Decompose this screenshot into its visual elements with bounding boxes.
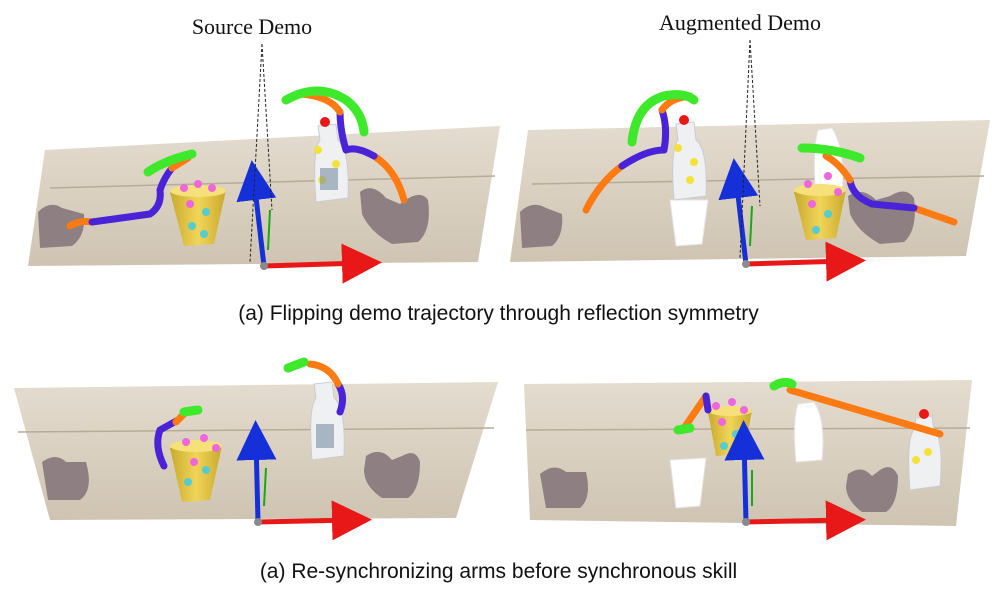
augmented-demo-pointer bbox=[739, 39, 751, 259]
cup bbox=[170, 190, 226, 246]
trajectory-right-arm bbox=[283, 357, 347, 416]
panel-resync-source bbox=[14, 357, 498, 541]
caption-top: (a) Flipping demo trajectory through ref… bbox=[238, 302, 759, 325]
left-hand bbox=[38, 204, 85, 248]
source-demo-pointer bbox=[249, 43, 263, 263]
cup bbox=[170, 446, 222, 502]
trajectory-left-arm bbox=[673, 392, 712, 435]
trajectory-left-arm bbox=[582, 90, 699, 214]
ghost-cup bbox=[669, 457, 707, 509]
trajectory-left-arm bbox=[66, 149, 197, 230]
trajectory-right-arm bbox=[797, 143, 958, 226]
left-hand bbox=[42, 457, 89, 500]
panel-resync-augmented bbox=[524, 377, 972, 541]
coordinate-axes bbox=[724, 420, 866, 541]
panel-source-demo: Source Demo bbox=[28, 14, 500, 284]
coordinate-axes bbox=[718, 158, 866, 282]
trajectory-right-arm bbox=[281, 86, 408, 204]
trajectory-right-arm bbox=[769, 377, 944, 438]
coordinate-axes bbox=[236, 160, 382, 284]
ghost-cup bbox=[669, 199, 709, 247]
left-hand bbox=[540, 467, 588, 508]
augmented-demo-pointer-2 bbox=[749, 39, 761, 207]
ghost-bottle bbox=[793, 401, 824, 463]
panel-augmented-demo: Augmented Demo bbox=[510, 10, 990, 282]
cup-markers bbox=[180, 180, 216, 238]
cup bbox=[794, 190, 846, 240]
caption-bottom: (a) Re-synchronizing arms before synchro… bbox=[259, 560, 738, 583]
source-demo-label: Source Demo bbox=[192, 14, 312, 39]
source-demo-pointer-2 bbox=[261, 43, 273, 211]
augmented-demo-label: Augmented Demo bbox=[659, 10, 821, 35]
right-hand bbox=[364, 451, 420, 498]
trajectory-left-arm bbox=[154, 405, 203, 470]
coordinate-axes bbox=[236, 420, 372, 541]
right-hand bbox=[360, 188, 429, 244]
left-hand bbox=[520, 204, 563, 248]
